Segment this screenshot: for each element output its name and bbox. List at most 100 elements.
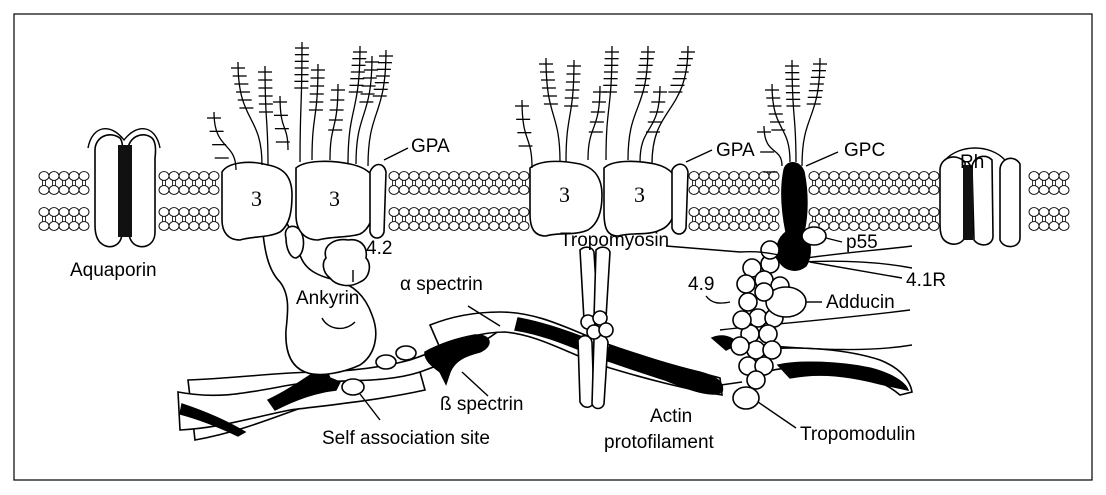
lipid-head: [849, 172, 859, 181]
glycan-stem: [566, 60, 574, 162]
glycan-stem: [522, 100, 532, 168]
glycan-tree: [348, 46, 367, 164]
glycan-tree: [515, 100, 533, 168]
band-3-label-3: 3: [559, 182, 570, 207]
lipid-head: [719, 172, 729, 181]
tropomodulin-shape: [733, 387, 759, 409]
lipid-head: [689, 186, 699, 195]
lipid-head: [69, 208, 79, 217]
lipid-head: [769, 222, 779, 231]
lipid-head: [919, 222, 929, 231]
lipid-head: [49, 208, 59, 217]
actin-bead: [761, 241, 779, 259]
lipid-head: [1049, 186, 1059, 195]
glycan-stem: [368, 50, 386, 166]
lipid-head: [509, 172, 519, 181]
lipid-head: [709, 172, 719, 181]
lipid-head: [459, 222, 469, 231]
lipid-head: [409, 186, 419, 195]
glycan-tree: [258, 66, 273, 165]
lipid-head: [159, 222, 169, 231]
protein-4-2-label: 4.2: [366, 238, 392, 259]
glycan-stem: [238, 62, 262, 165]
lipid-head: [879, 208, 889, 217]
lipid-head: [729, 208, 739, 217]
aquaporin-channel: [88, 129, 160, 247]
lipid-head: [1029, 222, 1039, 231]
rh-channel-dark: [963, 165, 973, 240]
lipid-head: [469, 172, 479, 181]
lipid-head: [429, 172, 439, 181]
lipid-head: [819, 208, 829, 217]
lipid-head: [769, 208, 779, 217]
lipid-head: [169, 222, 179, 231]
lipid-head: [809, 208, 819, 217]
lipid-head: [199, 186, 209, 195]
lipid-head: [449, 208, 459, 217]
leader-tropomyosin: [666, 246, 740, 252]
lipid-head: [59, 186, 69, 195]
gpa-right-label: GPA: [716, 140, 755, 161]
lipid-head: [859, 172, 869, 181]
glycan-tree: [628, 46, 655, 160]
lipid-head: [429, 208, 439, 217]
lipid-head: [759, 172, 769, 181]
lipid-head: [849, 186, 859, 195]
lipid-head: [1029, 186, 1039, 195]
lipid-head: [809, 172, 819, 181]
lipid-head: [389, 186, 399, 195]
lipid-head: [1029, 208, 1039, 217]
lipid-head: [59, 222, 69, 231]
lipid-head: [49, 222, 59, 231]
lipid-head: [69, 222, 79, 231]
lipid-head: [899, 186, 909, 195]
lipid-head: [69, 172, 79, 181]
protein-4-9-label: 4.9: [688, 274, 714, 295]
lipid-head: [749, 172, 759, 181]
self-association-bead-3: [396, 346, 416, 360]
lipid-head: [499, 208, 509, 217]
glycan-tree: [588, 86, 607, 160]
lipid-head: [729, 222, 739, 231]
lipid-head: [839, 208, 849, 217]
lipid-head: [719, 208, 729, 217]
lipid-head: [439, 172, 449, 181]
lipid-head: [759, 186, 769, 195]
lipid-head: [419, 186, 429, 195]
lipid-head: [749, 186, 759, 195]
lipid-head: [59, 172, 69, 181]
lipid-head: [399, 222, 409, 231]
lipid-head: [449, 186, 459, 195]
lipid-head: [719, 186, 729, 195]
lipid-head: [479, 222, 489, 231]
leader-gpa-right: [686, 150, 712, 162]
lipid-head: [699, 172, 709, 181]
lipid-head: [209, 208, 219, 217]
glycan-tree: [328, 84, 345, 160]
lipid-head: [479, 172, 489, 181]
tropomyosin-rod-lower-right: [592, 335, 608, 408]
gpc-label: GPC: [844, 140, 885, 161]
lipid-head: [459, 172, 469, 181]
lipid-head: [739, 222, 749, 231]
glycan-tree: [309, 64, 325, 160]
lipid-head: [709, 208, 719, 217]
ankyrin-label: Ankyrin: [296, 288, 359, 309]
lipid-head: [819, 186, 829, 195]
lipid-head: [159, 172, 169, 181]
protein-4-2-shape: [323, 240, 369, 286]
lipid-head: [819, 172, 829, 181]
actin-bead: [763, 341, 781, 359]
lipid-head: [829, 222, 839, 231]
gpa-right-transmembrane: [672, 164, 688, 234]
lipid-head: [759, 222, 769, 231]
lipid-head: [469, 222, 479, 231]
lipid-head: [909, 222, 919, 231]
lipid-head: [469, 208, 479, 217]
lipid-head: [859, 186, 869, 195]
leader-4-9: [706, 296, 730, 303]
lipid-head: [79, 222, 89, 231]
lipid-head: [169, 186, 179, 195]
